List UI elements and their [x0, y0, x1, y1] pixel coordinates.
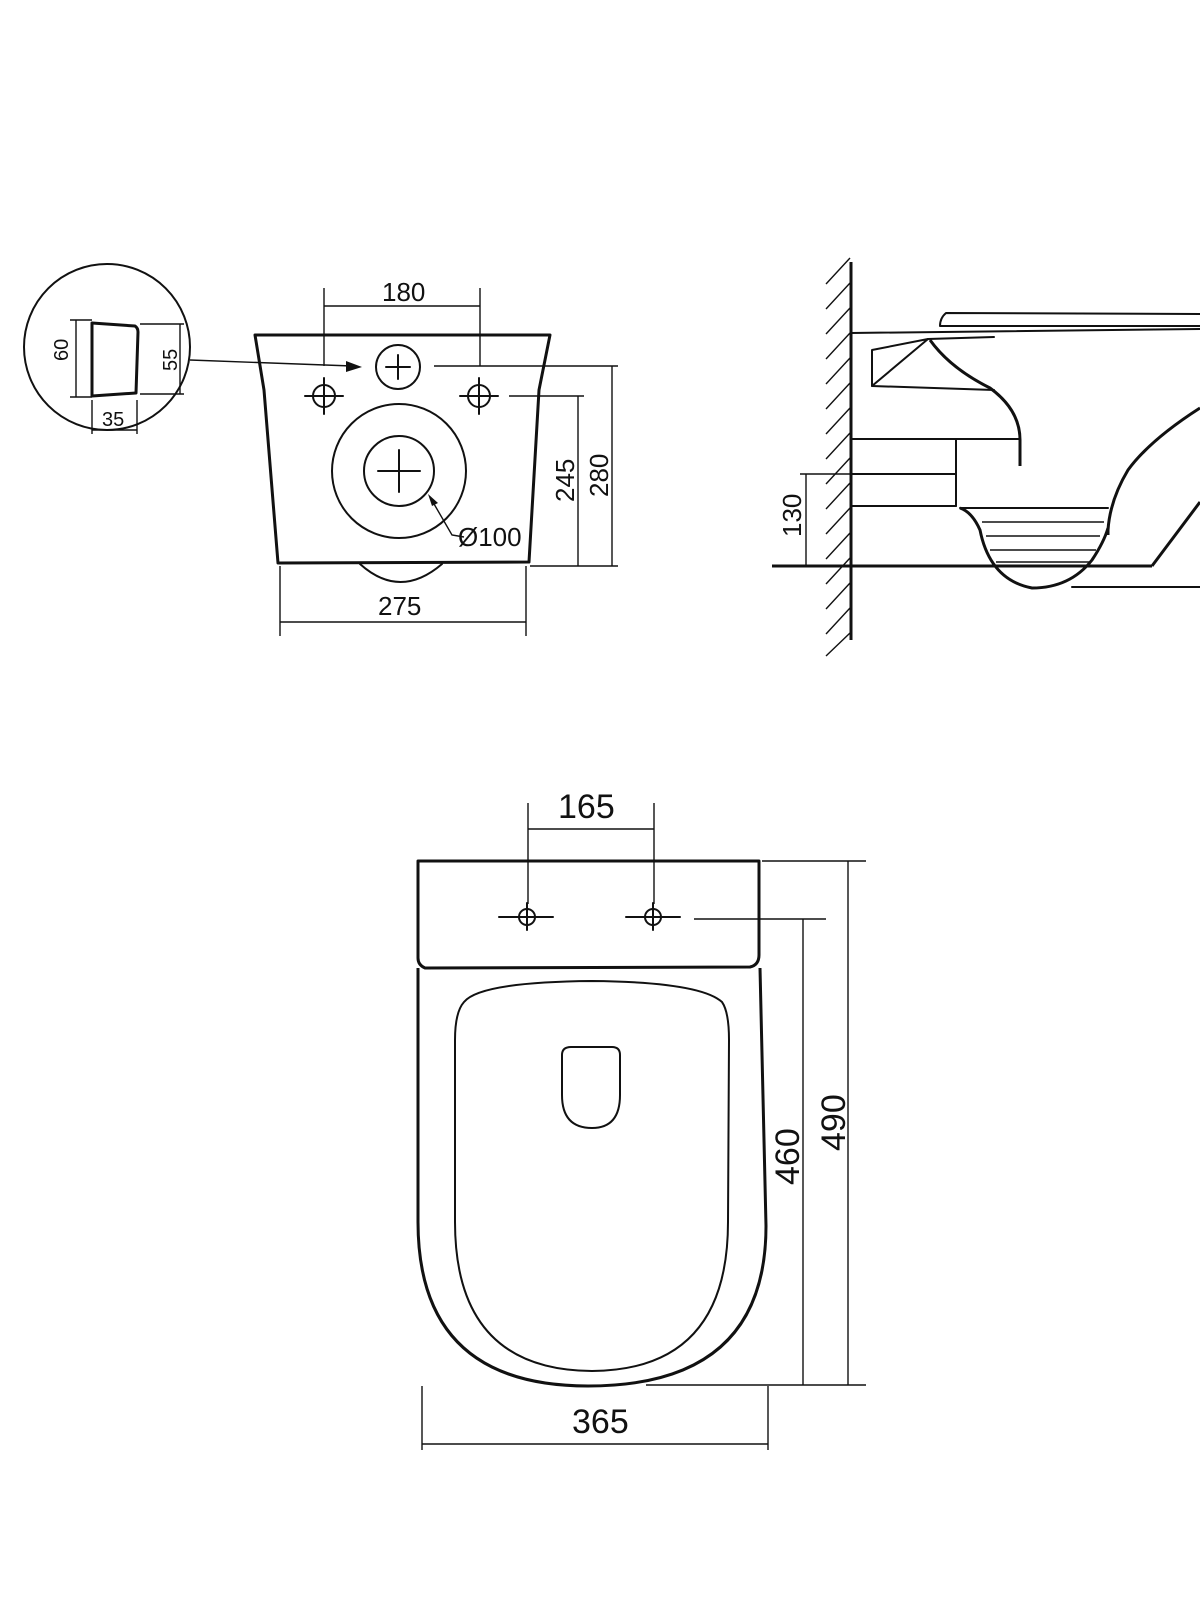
detail-inner-height-label: 55	[160, 349, 182, 371]
front-outline	[253, 333, 552, 565]
seat-lid	[939, 312, 1200, 327]
detail-depth-label: 35	[102, 409, 124, 431]
top-view: 165 365 460 490	[416, 788, 866, 1450]
tank-plate	[416, 859, 761, 970]
front-width-label: 275	[378, 591, 421, 621]
wall-hatching	[825, 257, 851, 657]
detail-circle	[23, 263, 191, 431]
outlet-outer-ring	[331, 403, 467, 539]
trap-curve	[959, 506, 1110, 590]
detail-leader-arrow	[189, 359, 353, 367]
detail-arrowhead	[346, 361, 362, 372]
side-view: 130	[772, 257, 1200, 657]
front-inlet-height-label: 245	[550, 459, 580, 502]
outlet-leader	[429, 496, 465, 538]
inlet-pipe	[871, 338, 929, 387]
bowl-front	[1106, 406, 1200, 535]
top-length-to-holes-label: 460	[769, 1128, 807, 1185]
bowl-curve	[928, 339, 1022, 466]
inlet-hole	[375, 344, 421, 390]
front-view: 180 275 245 280 Ø100	[253, 277, 618, 636]
top-total-length-label: 490	[815, 1094, 853, 1151]
top-width-label: 365	[572, 1403, 629, 1441]
front-bottom-bulge	[359, 563, 443, 583]
seat-outline	[454, 980, 730, 1372]
side-height-label: 130	[777, 494, 807, 537]
front-total-height-label: 280	[584, 454, 614, 497]
front-hole-spacing-label: 180	[382, 277, 425, 307]
detail-profile	[90, 321, 140, 398]
lid-logo-panel	[561, 1046, 621, 1129]
detail-view: 60 55 35	[23, 263, 362, 434]
detail-outer-height-label: 60	[51, 339, 73, 361]
bowl-outline	[416, 967, 768, 1388]
front-outlet-diameter-label: Ø100	[458, 522, 522, 552]
outlet-inner-ring	[363, 435, 435, 507]
top-hole-spacing-label: 165	[558, 788, 615, 826]
